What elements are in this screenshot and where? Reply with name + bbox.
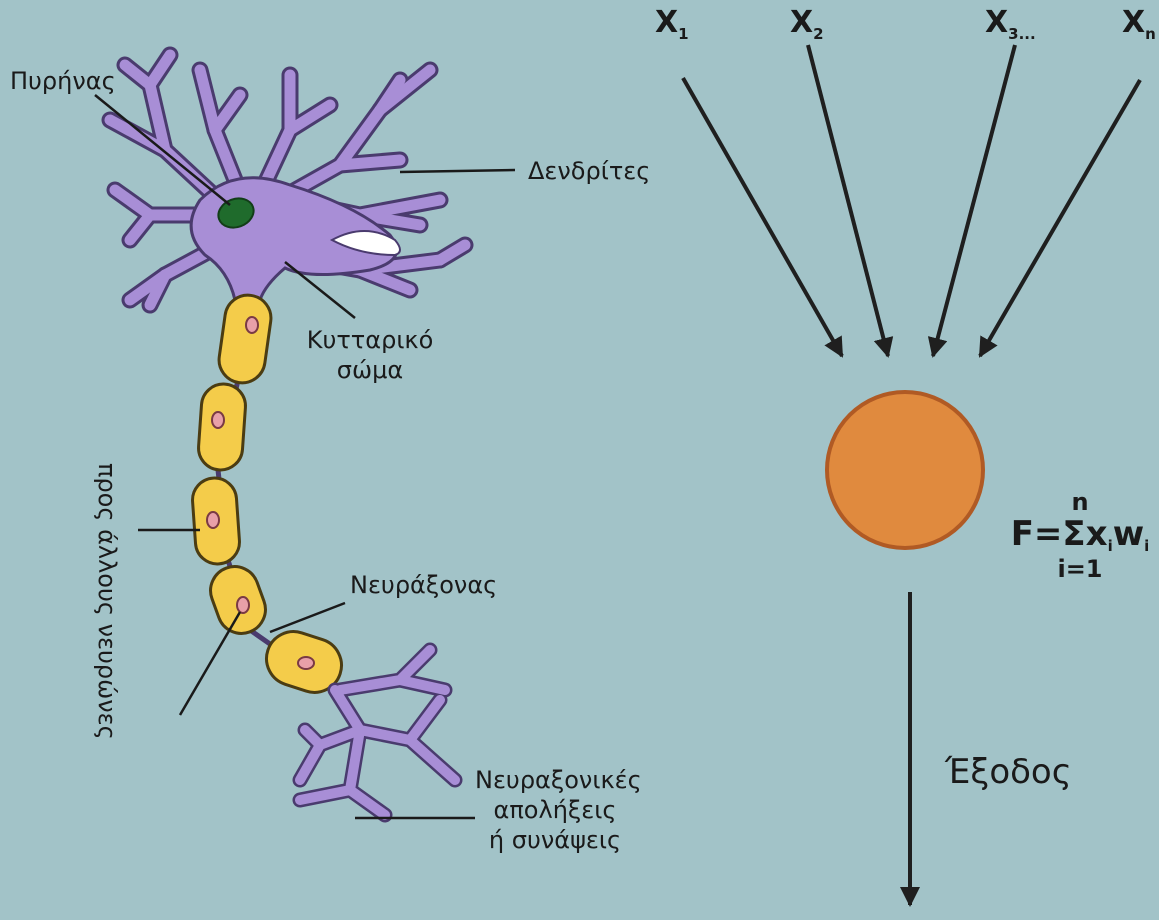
neuron-illustration [95,55,515,818]
output-label: Έξοδος [945,752,1072,792]
formula-sub-2: i [1144,537,1149,555]
input-x3-sub: 3... [1008,25,1036,43]
input-arrow-1 [683,78,842,356]
input-x2-label: X2 [790,5,824,43]
input-x1-sub: 1 [678,25,688,43]
input-arrow-2 [808,45,888,356]
input-x3-label: X3... [985,5,1036,43]
formula-mid: w [1113,514,1144,554]
to-other-neurons-label: προς άλλους νευρώνες [92,463,122,740]
input-x1-label: X1 [655,5,689,43]
formula-prefix: F=Σx [1011,514,1108,554]
perceptron-node [827,392,983,548]
cell-body-label: Κυτταρικό σώμα [305,325,435,385]
input-x2-sub: 2 [813,25,823,43]
axon-terminals-label-line1: Νευραξονικές [475,765,635,795]
input-arrows [683,45,1140,356]
input-x1-base: X [655,5,678,40]
cell-body-label-line1: Κυτταρικό [305,325,435,355]
formula-lower-limit: i=1 [1010,555,1150,583]
axon-terminals-label-line3: ή συνάψεις [475,825,635,855]
sum-formula: n F=Σxiwi i=1 [1010,488,1150,583]
nucleus-label: Πυρήνας [10,66,116,96]
input-xn-label: Xn [1122,5,1156,43]
cell-body-label-line2: σώμα [305,355,435,385]
input-x3-base: X [985,5,1008,40]
dendrites-label: Δενδρίτες [528,156,650,186]
input-xn-sub: n [1145,25,1156,43]
axon-label: Νευράξονας [350,570,497,600]
input-arrow-3 [933,45,1015,356]
input-xn-base: X [1122,5,1145,40]
axon-terminals-label: Νευραξονικές απολήξεις ή συνάψεις [475,765,635,855]
input-arrow-4 [980,80,1140,356]
formula-main: F=Σxiwi [1010,516,1150,555]
axon-terminals-label-line2: απολήξεις [475,795,635,825]
formula-upper-limit: n [1010,488,1150,516]
input-x2-base: X [790,5,813,40]
